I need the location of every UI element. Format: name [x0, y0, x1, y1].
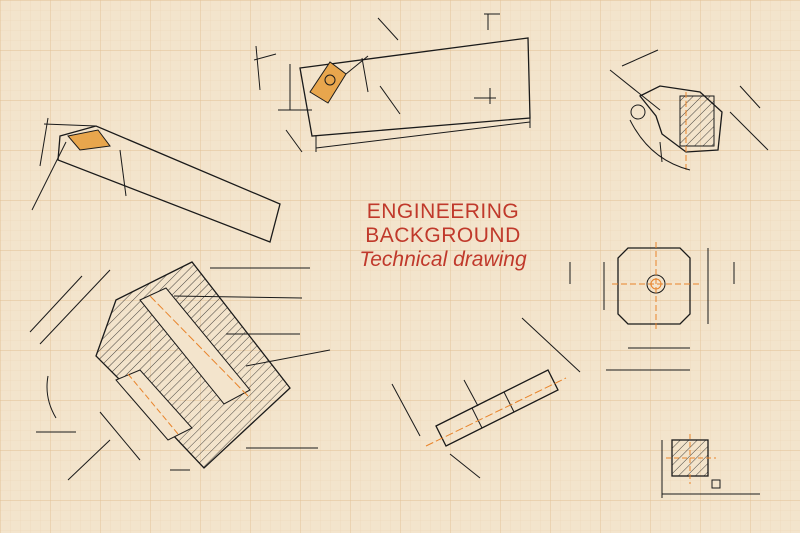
- square-block-drawing: [569, 242, 735, 371]
- tool-bar-drawing: [31, 117, 281, 243]
- title-line-2: BACKGROUND: [365, 224, 521, 248]
- title-block: ENGINEERING BACKGROUND Technical drawing: [318, 200, 568, 272]
- title-line-3: Technical drawing: [359, 248, 527, 272]
- small-section-drawing: [661, 434, 760, 498]
- clamp-assembly-drawing: [29, 261, 331, 481]
- insert-profile-drawing: [609, 49, 769, 171]
- stepped-pin-drawing: [391, 317, 581, 479]
- title-line-1: ENGINEERING: [366, 200, 520, 223]
- tool-holder-drawing: [253, 13, 531, 153]
